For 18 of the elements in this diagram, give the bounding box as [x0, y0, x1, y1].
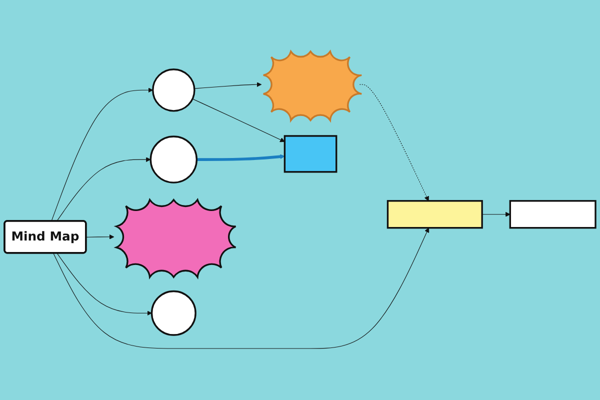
arrow: [359, 84, 429, 202]
arrow: [196, 154, 285, 161]
arrow: [482, 212, 510, 217]
node-box: [284, 135, 338, 173]
node-box: [386, 200, 483, 229]
node-circle: [150, 136, 198, 184]
arrow: [194, 82, 262, 89]
arrow: [53, 228, 430, 349]
arrow: [51, 88, 154, 222]
node-circle: [152, 68, 196, 112]
node-box: [509, 200, 596, 229]
node-starburst: [262, 50, 362, 122]
arrow: [56, 157, 151, 222]
node-circle: [150, 290, 196, 336]
arrow: [86, 234, 114, 240]
arrow: [192, 98, 285, 142]
node-starburst: [116, 199, 237, 278]
arrow: [56, 252, 152, 316]
